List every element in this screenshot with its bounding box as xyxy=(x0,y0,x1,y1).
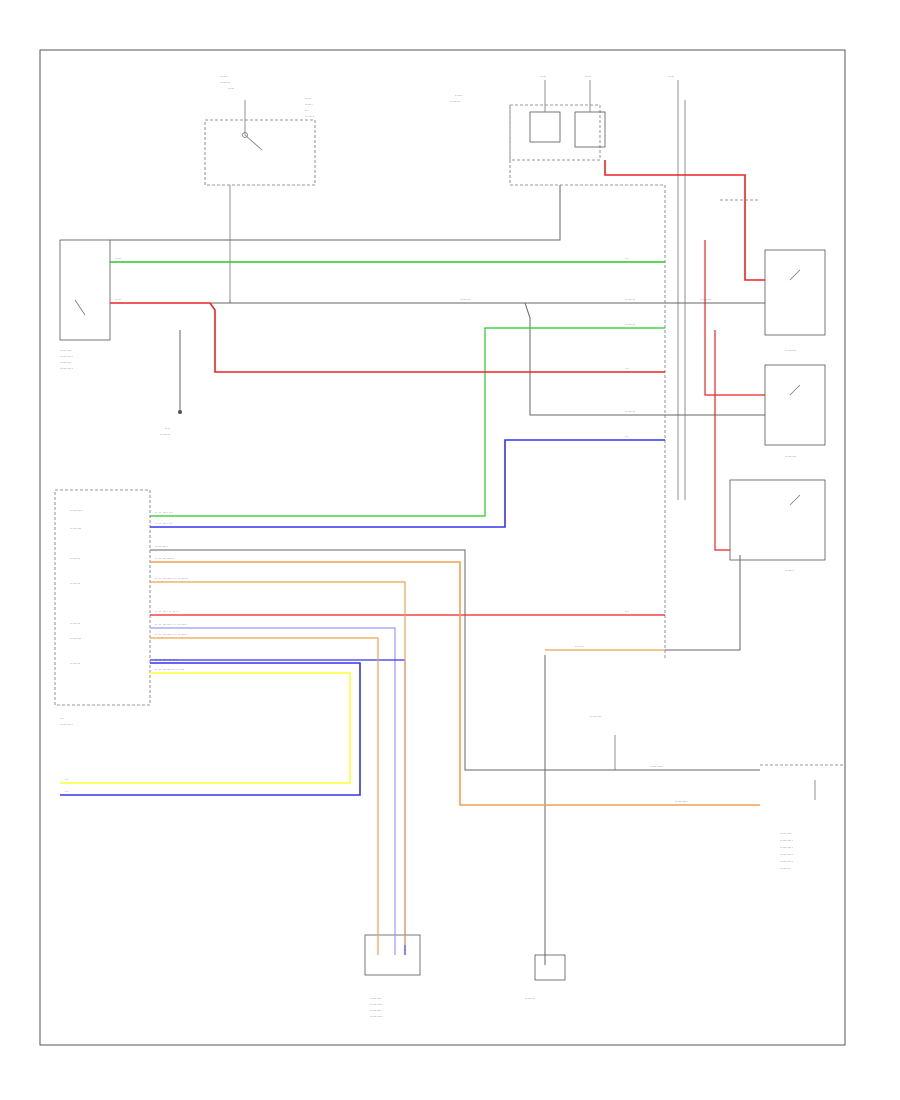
svg-text:·····: ····· xyxy=(585,74,591,79)
svg-text:··········: ·········· xyxy=(780,845,793,850)
svg-text:·········: ········· xyxy=(780,831,791,836)
fuse-dashed-box xyxy=(509,104,601,161)
svg-text:········: ········ xyxy=(625,409,635,414)
svg-text:········: ········ xyxy=(70,661,80,666)
svg-text:·····: ····· xyxy=(540,74,546,79)
svg-text:···: ··· xyxy=(65,789,69,794)
svg-text:··········: ·········· xyxy=(370,1014,383,1019)
svg-text:········: ········ xyxy=(220,80,230,85)
left-module-box xyxy=(59,239,111,341)
diagram-frame xyxy=(39,49,846,1046)
wire-labels: ····· ··· ····· ········ ········ ······… xyxy=(65,256,711,804)
svg-text:···: ··· xyxy=(625,609,629,614)
relay-box-1 xyxy=(764,249,826,336)
svg-text:········: ········ xyxy=(450,99,460,104)
svg-text:··········: ·········· xyxy=(370,1002,383,1007)
svg-text:·· ·· ·········: ·· ·· ········· xyxy=(155,556,174,561)
svg-text:·········: ········· xyxy=(785,348,796,353)
svg-text:·· ·· ········ ·· ········: ·· ·· ········ ·· ········ xyxy=(155,576,188,581)
svg-text:·····: ····· xyxy=(228,86,234,91)
orange-wires xyxy=(150,561,760,955)
svg-text:·····: ····· xyxy=(668,74,674,79)
svg-text:······: ······ xyxy=(455,93,463,98)
svg-text:········: ········ xyxy=(525,996,535,1001)
svg-text:···: ··· xyxy=(625,366,629,371)
top-left-sensor: ······ ········ ····· ····· ······ ··· ·… xyxy=(204,74,316,300)
svg-text:···: ··· xyxy=(60,716,64,721)
gray-wires xyxy=(110,185,765,965)
svg-text:·· ·· ···· ·· ····: ·· ·· ···· ·· ···· xyxy=(155,657,178,662)
sensor-dashed-box xyxy=(204,119,316,186)
svg-text:·········: ········· xyxy=(70,636,81,641)
red-wires xyxy=(110,160,765,616)
svg-text:········: ········ xyxy=(160,432,170,437)
svg-text:·· ·· ···· ·· ····: ·· ·· ···· ·· ···· xyxy=(155,609,178,614)
svg-text:···: ··· xyxy=(625,256,629,261)
svg-text:·········: ········· xyxy=(370,996,381,1001)
svg-text:···: ··· xyxy=(65,777,69,782)
bottom-connector-1 xyxy=(364,934,421,976)
svg-text:···: ··· xyxy=(305,108,309,113)
bottom-right-sensor: ········· ·········· ·········· ········… xyxy=(590,714,845,871)
svg-text:·· ·· ········ ·· ·······: ·· ·· ········ ·· ······· xyxy=(155,622,187,627)
svg-text:···: ··· xyxy=(625,434,629,439)
svg-text:··········: ·········· xyxy=(650,764,663,769)
relay-box-2 xyxy=(764,364,826,446)
svg-text:········: ········ xyxy=(70,581,80,586)
left-control-module: ·········· ········· ········ ········ ·… xyxy=(54,489,151,727)
svg-text:··········: ·········· xyxy=(780,859,793,864)
left-upper-module: ········· ·········· ········· ·········… xyxy=(59,239,182,437)
svg-text:········: ········ xyxy=(460,297,470,302)
svg-text:··········: ·········· xyxy=(60,366,73,371)
svg-text:····: ···· xyxy=(165,426,170,431)
svg-text:·· ·· ········ ·· ·······: ·· ·· ········ ·· ······· xyxy=(155,632,187,637)
svg-text:··········: ·········· xyxy=(675,799,688,804)
svg-text:······: ······ xyxy=(305,102,313,107)
relay-box-3 xyxy=(729,479,826,561)
yellow-wires xyxy=(60,672,351,784)
svg-text:·········: ········· xyxy=(60,360,71,365)
blue-wires xyxy=(60,439,665,955)
svg-text:··········: ·········· xyxy=(780,852,793,857)
bottom-connector-2 xyxy=(534,954,566,981)
svg-text:··· ···: ··· ··· xyxy=(575,644,584,649)
svg-text:·········: ········· xyxy=(785,454,796,459)
svg-text:··········: ·········· xyxy=(60,722,73,727)
svg-text:······: ······ xyxy=(220,74,228,79)
svg-text:·····: ····· xyxy=(115,297,121,302)
svg-text:········: ········ xyxy=(780,866,790,871)
svg-text:········: ········ xyxy=(625,322,635,327)
svg-text:·· ·· ········· ·· ····: ·· ·· ········· ·· ···· xyxy=(155,667,184,672)
svg-text:·········: ········· xyxy=(590,714,601,719)
bottom-connectors: ········· ·········· ········· ·········… xyxy=(364,934,566,1019)
svg-text:··········: ·········· xyxy=(70,508,83,513)
right-relays: ········· ········· ······· xyxy=(720,199,826,573)
svg-text:·········: ········· xyxy=(700,297,711,302)
green-wires xyxy=(110,261,665,517)
svg-text:·· ·· ···· ···: ·· ·· ···· ··· xyxy=(155,521,173,526)
svg-text:·········: ········· xyxy=(370,1008,381,1013)
svg-text:··········: ·········· xyxy=(60,354,73,359)
svg-text:·····: ····· xyxy=(305,96,311,101)
svg-text:·· ·· ···· ···: ·· ·· ···· ··· xyxy=(155,510,173,515)
svg-text:········: ········ xyxy=(70,621,80,626)
svg-text:········: ········ xyxy=(625,297,635,302)
control-module-box xyxy=(54,489,151,706)
svg-text:·····: ····· xyxy=(115,256,121,261)
svg-text:·········: ········· xyxy=(70,526,81,531)
svg-text:·········: ········· xyxy=(60,348,71,353)
svg-text:········: ········ xyxy=(70,556,80,561)
svg-text:··········: ·········· xyxy=(780,838,793,843)
svg-text:·······: ······· xyxy=(305,114,314,119)
svg-text:··········: ·········· xyxy=(155,544,168,549)
svg-text:·······: ······· xyxy=(785,568,794,573)
top-right-fuse-area: ····· ····· ····· ······ ········ xyxy=(450,74,686,660)
